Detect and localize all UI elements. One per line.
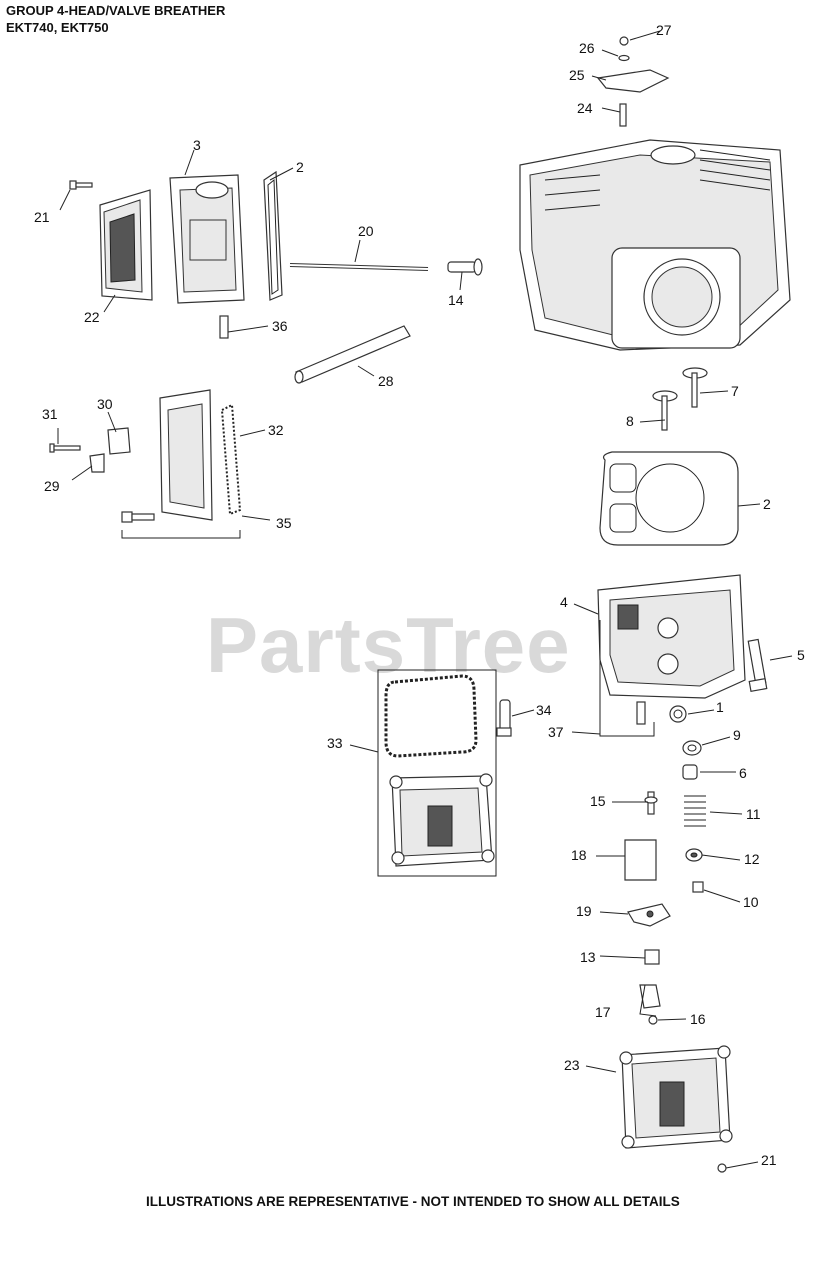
valves-7-8[interactable] <box>652 367 708 431</box>
callout-16: 16 <box>690 1011 706 1027</box>
pivot-13[interactable] <box>644 949 660 965</box>
push-rod-20[interactable] <box>289 263 429 271</box>
washer-9[interactable] <box>682 740 702 756</box>
breather-cover-22[interactable] <box>99 189 153 301</box>
valve-stem-seal-1[interactable] <box>669 705 687 723</box>
head-bolt-5[interactable] <box>747 638 768 693</box>
rocker-arm-19[interactable] <box>627 903 671 927</box>
part-6[interactable] <box>682 764 698 780</box>
valve-lifter-14[interactable] <box>447 258 483 276</box>
callout-32: 32 <box>268 422 284 438</box>
callout-8: 8 <box>626 413 634 429</box>
breather-cover-alt[interactable] <box>159 389 213 521</box>
dowel-37[interactable] <box>636 701 646 725</box>
callout-14: 14 <box>448 292 464 308</box>
callout-34: 34 <box>536 702 552 718</box>
callout-22: 22 <box>84 309 100 325</box>
leader-lines <box>57 30 793 1169</box>
callout-3: 3 <box>193 137 201 153</box>
screw-35[interactable] <box>121 511 155 523</box>
valve-cover-gasket-33[interactable] <box>384 674 478 758</box>
callout-28: 28 <box>378 373 394 389</box>
callout-37: 37 <box>548 724 564 740</box>
retainer-12[interactable] <box>685 848 703 862</box>
callout-9: 9 <box>733 727 741 743</box>
callout-27: 27 <box>656 22 672 38</box>
valve-keeper-10[interactable] <box>692 881 704 893</box>
breather-tube-34[interactable] <box>496 699 512 737</box>
callout-31: 31 <box>42 406 58 422</box>
header-title: GROUP 4-HEAD/VALVE BREATHER <box>6 3 226 18</box>
callout-19: 19 <box>576 903 592 919</box>
valve-cover-23[interactable] <box>619 1045 733 1149</box>
gasket-2-top[interactable] <box>263 170 283 301</box>
callout-36: 36 <box>272 318 288 334</box>
callout-21-bottom: 21 <box>761 1152 777 1168</box>
callout-13: 13 <box>580 949 596 965</box>
diagram-header: GROUP 4-HEAD/VALVE BREATHER EKT740, EKT7… <box>6 2 225 36</box>
callout-17: 17 <box>595 1004 611 1020</box>
gasket-32[interactable] <box>220 403 242 516</box>
callout-20: 20 <box>358 223 374 239</box>
screw-21-bottom[interactable] <box>717 1163 727 1173</box>
valve-spring-11[interactable] <box>684 795 706 827</box>
guide-plate-18[interactable] <box>624 839 657 881</box>
callout-15: 15 <box>590 793 606 809</box>
head-gasket-2[interactable] <box>599 451 739 546</box>
callout-12: 12 <box>744 851 760 867</box>
callout-4: 4 <box>560 594 568 610</box>
callout-24: 24 <box>577 100 593 116</box>
breather-housing-3[interactable] <box>169 174 245 304</box>
rocker-stud-15[interactable] <box>644 791 658 815</box>
callout-11: 11 <box>746 806 761 822</box>
callout-18: 18 <box>571 847 587 863</box>
breather-parts-24-27[interactable] <box>596 36 670 127</box>
callout-1: 1 <box>716 699 724 715</box>
callout-23: 23 <box>564 1057 580 1073</box>
screw-21-top[interactable] <box>69 180 93 190</box>
cylinder-head-4[interactable] <box>597 574 746 699</box>
diagram-footer-note: ILLUSTRATIONS ARE REPRESENTATIVE - NOT I… <box>146 1194 680 1209</box>
callout-33: 33 <box>327 735 343 751</box>
callout-30: 30 <box>97 396 113 412</box>
callout-6: 6 <box>739 765 747 781</box>
watermark: PartsTree <box>206 601 571 689</box>
nut-16[interactable] <box>648 1015 658 1025</box>
callout-labels: 21 22 3 2 20 14 36 28 27 26 25 24 7 8 31… <box>34 22 805 1168</box>
valve-cover-center[interactable] <box>389 773 495 867</box>
crankcase[interactable] <box>519 139 791 351</box>
callout-21: 21 <box>34 209 50 225</box>
header-models: EKT740, EKT750 <box>6 20 109 35</box>
small-parts-29-31[interactable] <box>49 427 131 473</box>
callout-35: 35 <box>276 515 292 531</box>
callout-26: 26 <box>579 40 595 56</box>
callout-10: 10 <box>743 894 759 910</box>
callout-25: 25 <box>569 67 585 83</box>
callout-2-gasket: 2 <box>763 496 771 512</box>
callout-5: 5 <box>797 647 805 663</box>
callout-2: 2 <box>296 159 304 175</box>
callout-7: 7 <box>731 383 739 399</box>
dowel-36[interactable] <box>219 315 229 339</box>
tube-28[interactable] <box>294 325 411 384</box>
callout-29: 29 <box>44 478 60 494</box>
